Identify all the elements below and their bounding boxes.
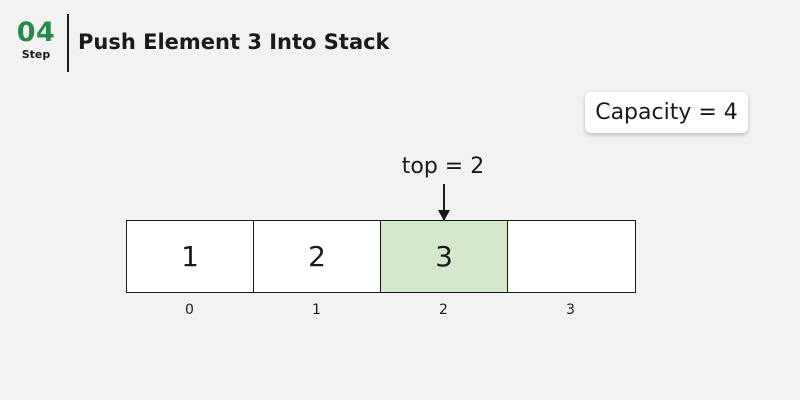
stack-cell: 1: [127, 221, 254, 292]
capacity-badge: Capacity = 4: [585, 92, 748, 133]
index-label: 0: [185, 302, 194, 318]
index-row: 0 1 2 3: [126, 300, 634, 320]
page-title: Push Element 3 Into Stack: [78, 30, 390, 54]
stack-cell: 2: [254, 221, 381, 292]
top-pointer-label: top = 2: [401, 154, 485, 179]
stack-cell-empty: [508, 221, 635, 292]
stack-array: 1 2 3: [126, 220, 636, 293]
index-label: 2: [439, 302, 448, 318]
top-pointer-arrow-icon: [438, 184, 450, 221]
index-label: 3: [566, 302, 575, 318]
step-label: Step: [21, 48, 51, 61]
step-indicator: 04 Step: [10, 18, 62, 61]
header-divider: [67, 14, 69, 72]
stack-cell-top: 3: [381, 221, 508, 292]
index-label: 1: [312, 302, 321, 318]
step-number: 04: [16, 17, 56, 48]
